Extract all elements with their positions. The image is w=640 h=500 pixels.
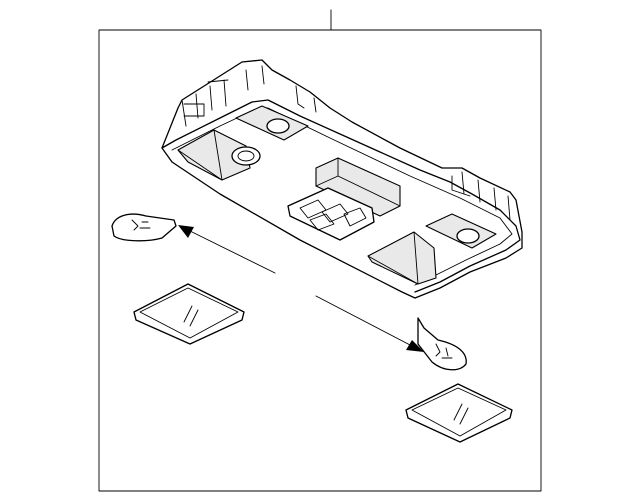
right-arrow-head bbox=[406, 340, 424, 352]
left-arrow-line bbox=[187, 229, 276, 274]
assembly-border bbox=[98, 29, 542, 492]
bulb-left bbox=[111, 213, 177, 242]
left-arrow-head bbox=[178, 225, 194, 238]
center-storage-bay bbox=[287, 187, 375, 241]
overhead-console bbox=[161, 59, 523, 299]
bulb-right bbox=[417, 317, 467, 371]
right-round-button bbox=[456, 228, 480, 244]
console-top-rim bbox=[161, 99, 521, 293]
console-wall-tabs bbox=[245, 65, 317, 113]
left-round-button bbox=[231, 146, 261, 166]
lens-left bbox=[133, 283, 245, 345]
console-end-ribs bbox=[451, 171, 511, 221]
console-side-ribs bbox=[181, 79, 229, 127]
lens-right bbox=[405, 383, 513, 443]
right-arrow-line bbox=[315, 295, 413, 347]
